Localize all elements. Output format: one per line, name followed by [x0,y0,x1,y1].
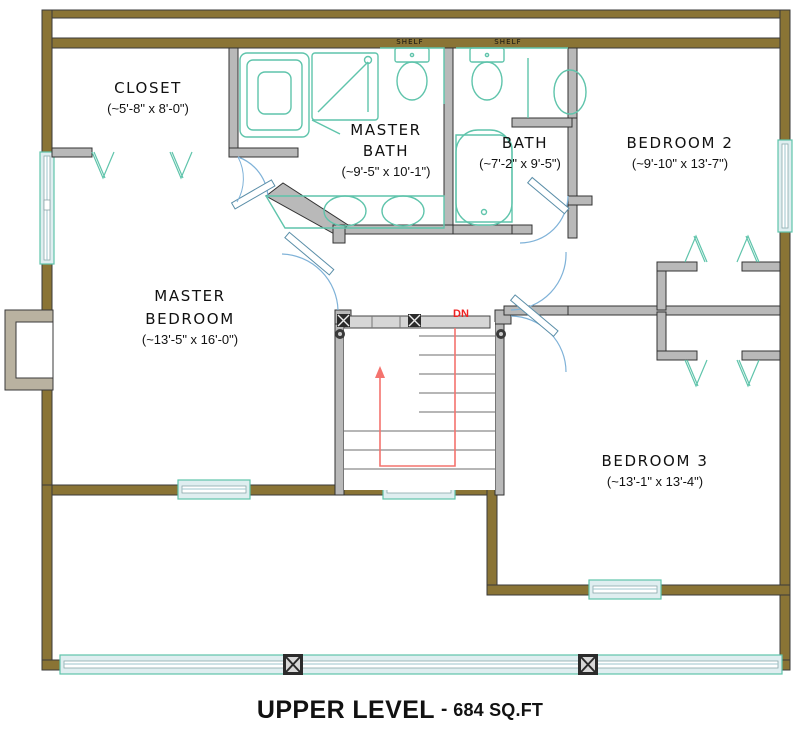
door-bedroom2-closet-a [684,235,708,263]
window-left-master [39,151,55,265]
porch-post-1 [283,654,303,675]
door-closet-right [169,151,193,179]
label-master-bedroom-name: MASTER [154,287,225,305]
stair-rail [335,314,506,339]
label-shelf-bath: SHELF [494,38,522,46]
plan-title-separator: - [440,699,448,720]
bath-toilet [456,47,568,118]
label-bedroom2-dim: (~9'-10" x 13'-7") [632,156,728,171]
master-shower [311,52,379,135]
master-toilet [380,47,445,104]
plan-title-area: 684 SQ.FT [453,699,544,720]
interior-walls [51,47,781,496]
master-tub [239,52,310,138]
door-bedroom3-closet-a [684,359,708,387]
window-porch-band [59,654,783,675]
window-master-bottom-1 [177,479,251,500]
window-bedroom3-bottom [588,579,662,600]
label-bedroom2-name: BEDROOM 2 [626,134,733,152]
doors [91,151,760,387]
fixtures [239,47,587,229]
door-master-bath [230,156,276,210]
door-master-bedroom [281,231,339,311]
room-labels: CLOSET (~5'-8" x 8'-0") MASTER BATH (~9'… [107,38,733,489]
label-master-bedroom-name2: BEDROOM [145,310,235,328]
porch-post-2 [578,654,598,675]
plan-title: UPPER LEVEL - 684 SQ.FT [0,690,800,730]
label-bedroom3-dim: (~13'-1" x 13'-4") [607,474,703,489]
door-master-bath-entry [236,156,244,203]
label-closet-dim: (~5'-8" x 8'-0") [107,101,189,116]
door-bedroom3-closet-b [736,359,760,387]
exterior-windows [39,139,793,675]
master-vanity [264,195,445,229]
door-bedroom3 [509,294,567,373]
label-bath-dim: (~7'-2" x 9'-5") [479,156,561,171]
label-closet-name: CLOSET [114,79,182,97]
door-bath [519,176,570,244]
door-closet-left [91,151,115,179]
plan-title-main: UPPER LEVEL [256,695,435,724]
label-master-bath-name: MASTER [350,121,421,139]
label-bedroom3-name: BEDROOM 3 [601,452,708,470]
stair-direction-path [375,328,456,467]
label-master-bath-name2: BATH [363,142,409,160]
staircase [335,314,506,490]
door-bedroom2-closet-b [736,235,760,263]
label-bath-name: BATH [502,134,548,152]
label-stair-down: DN [453,308,469,320]
label-master-bedroom-dim: (~13'-5" x 16'-0") [142,332,238,347]
label-master-bath-dim: (~9'-5" x 10'-1") [342,164,431,179]
window-right-bedroom2 [777,139,793,233]
label-shelf-master-bath: SHELF [396,38,424,46]
bay-projection-left [4,309,54,391]
bath-sink [553,69,587,115]
bath-tub [455,129,513,226]
